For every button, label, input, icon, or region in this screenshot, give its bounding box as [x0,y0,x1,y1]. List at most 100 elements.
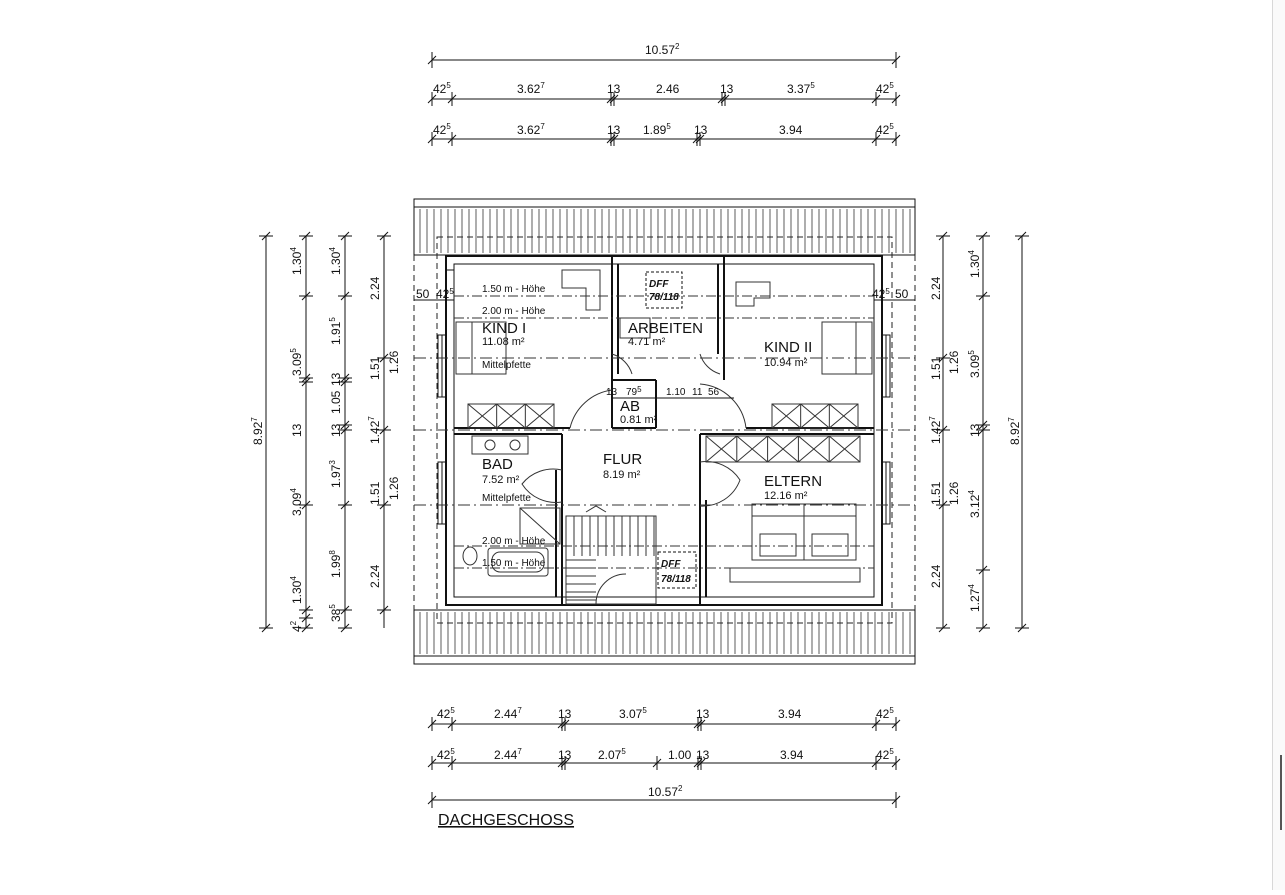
right-col2-dim-1: 1.26 [947,481,961,505]
left-col2-dim-4: 13 [329,423,343,437]
right-col1-dim-0: 2.24 [929,276,943,300]
room-kind1-note: Mittelpfette [482,360,531,371]
room-eltern-area: 12.16 m² [764,490,808,502]
right-col1-dim-2: 1.427 [928,416,943,444]
svg-text:78/118: 78/118 [661,574,691,585]
top-row1-dim-0: 425 [433,81,451,96]
inner-dim-ab-56: 56 [708,387,720,398]
roof-window-top: DFF 78/118 [645,271,683,309]
svg-text:78/118: 78/118 [649,292,679,303]
room-flur-name: FLUR [603,451,642,468]
room-ab-name: AB [620,398,640,415]
left-col2-dim-6: 1.998 [328,550,343,578]
top-row1-dim-6: 425 [876,81,894,96]
inner-dim-left-42: 425 [436,287,454,301]
left-col2-dim-3: 1.05 [329,390,343,414]
top-row2-dim-0: 425 [433,122,451,137]
bottom-row2-dim-3: 2.075 [598,747,626,762]
bottom-row2-dim-6: 3.94 [780,748,804,762]
room-eltern-name: ELTERN [764,473,822,490]
left-col2-dim-5: 1.973 [328,460,343,488]
windows [437,334,891,525]
svg-text:DFF: DFF [661,559,681,570]
right-dimension-ticks [936,231,1029,633]
right-dimension-labels: 2.241.511.4271.512.241.261.261.3043.0951… [928,250,1022,612]
room-kind2-name: KIND II [764,339,812,356]
room-bad-area: 7.52 m² [482,474,520,486]
left-col2-dim-7: 385 [328,604,343,622]
left-dimension-ticks [259,231,391,633]
top-row1-dim-1: 3.627 [517,81,545,96]
bottom-row2-dim-0: 425 [437,747,455,762]
inner-dim-right-42: 425 [872,287,890,301]
right-col3-dim-2: 13 [968,423,982,437]
left-col1-dim-0: 1.304 [289,247,304,275]
left-col1-dim-2: 13 [290,423,304,437]
inner-dimension-lines [414,299,915,399]
left-dimension-labels: 8.9271.3043.095133.0941.304421.3041.9151… [250,247,401,632]
right-col1-dim-4: 2.24 [929,564,943,588]
inner-dim-ab-79: 795 [626,385,642,398]
svg-text:DFF: DFF [649,279,669,290]
left-col1-dim-4: 1.304 [289,576,304,604]
top-dimension-chains [427,52,901,140]
inner-dim-ab-11: 11 [692,387,703,398]
bottom-row2-dim-2: 13 [558,748,572,762]
inner-dim-left-50: 50 [416,287,430,301]
left-col3-dim-1: 1.51 [368,356,382,380]
room-ab-area: 0.81 m² [620,414,658,426]
inner-dim-right-50: 50 [895,287,909,301]
left-col3-dim-3: 1.51 [368,481,382,505]
bottom-overall-dim: 10.572 [648,784,683,799]
right-col3-dim-0: 1.304 [967,250,982,278]
scrollbar-thumb[interactable] [1280,755,1282,830]
roof-eave-top [413,198,916,256]
right-overall-dim: 8.927 [1007,417,1022,445]
left-col3-dim-2: 1.427 [367,416,382,444]
roof-outline-dashed [413,236,916,624]
height-label-top-150: 1.50 m - Höhe [482,284,546,295]
top-row1-dim-2: 13 [607,82,621,96]
furniture [455,269,873,605]
bottom-row2-dim-5: 13 [696,748,710,762]
bottom-row1-dim-1: 2.447 [494,706,522,721]
plan-title: DACHGESCHOSS [438,812,574,829]
top-row2-dim-2: 13 [607,123,621,137]
bottom-row1-dim-4: 13 [696,707,710,721]
left-col4-dim-1: 1.26 [387,476,401,500]
left-col2-dim-0: 1.304 [328,247,343,275]
top-row2-dim-6: 425 [876,122,894,137]
room-arbeiten-name: ARBEITEN [628,320,703,337]
top-row2-dim-4: 13 [694,123,708,137]
left-col2-dim-2: 13 [329,372,343,386]
room-flur-area: 8.19 m² [603,469,641,481]
scrollbar-track[interactable] [1272,0,1285,890]
right-col3-dim-1: 3.095 [967,350,982,378]
right-col3-dim-4: 1.274 [967,584,982,612]
roof-eave-bottom [413,609,916,665]
left-dimension-chains [265,236,385,628]
bottom-dimension-ticks [427,717,901,770]
top-row2-dim-1: 3.627 [517,122,545,137]
inner-dim-ab-13: 13 [606,387,618,398]
right-col3-dim-3: 3.124 [967,490,982,518]
right-col2-dim-0: 1.26 [947,350,961,374]
roof-window-bottom: DFF 78/118 [657,551,697,589]
bottom-dimension-chains [427,723,901,808]
bottom-row1-dim-2: 13 [558,707,572,721]
room-kind1-area: 11.08 m² [482,336,525,348]
left-col1-dim-3: 3.094 [289,488,304,516]
right-dimension-chains [942,236,1023,628]
bottom-row1-dim-6: 425 [876,706,894,721]
left-col4-dim-0: 1.26 [387,350,401,374]
height-label-top-200: 2.00 m - Höhe [482,306,546,317]
inner-dim-ab-110: 1.10 [666,387,686,398]
height-label-bottom-150: 1.50 m - Höhe [482,558,546,569]
bottom-row2-dim-4: 1.00 [668,748,692,762]
top-row1-dim-4: 13 [720,82,734,96]
